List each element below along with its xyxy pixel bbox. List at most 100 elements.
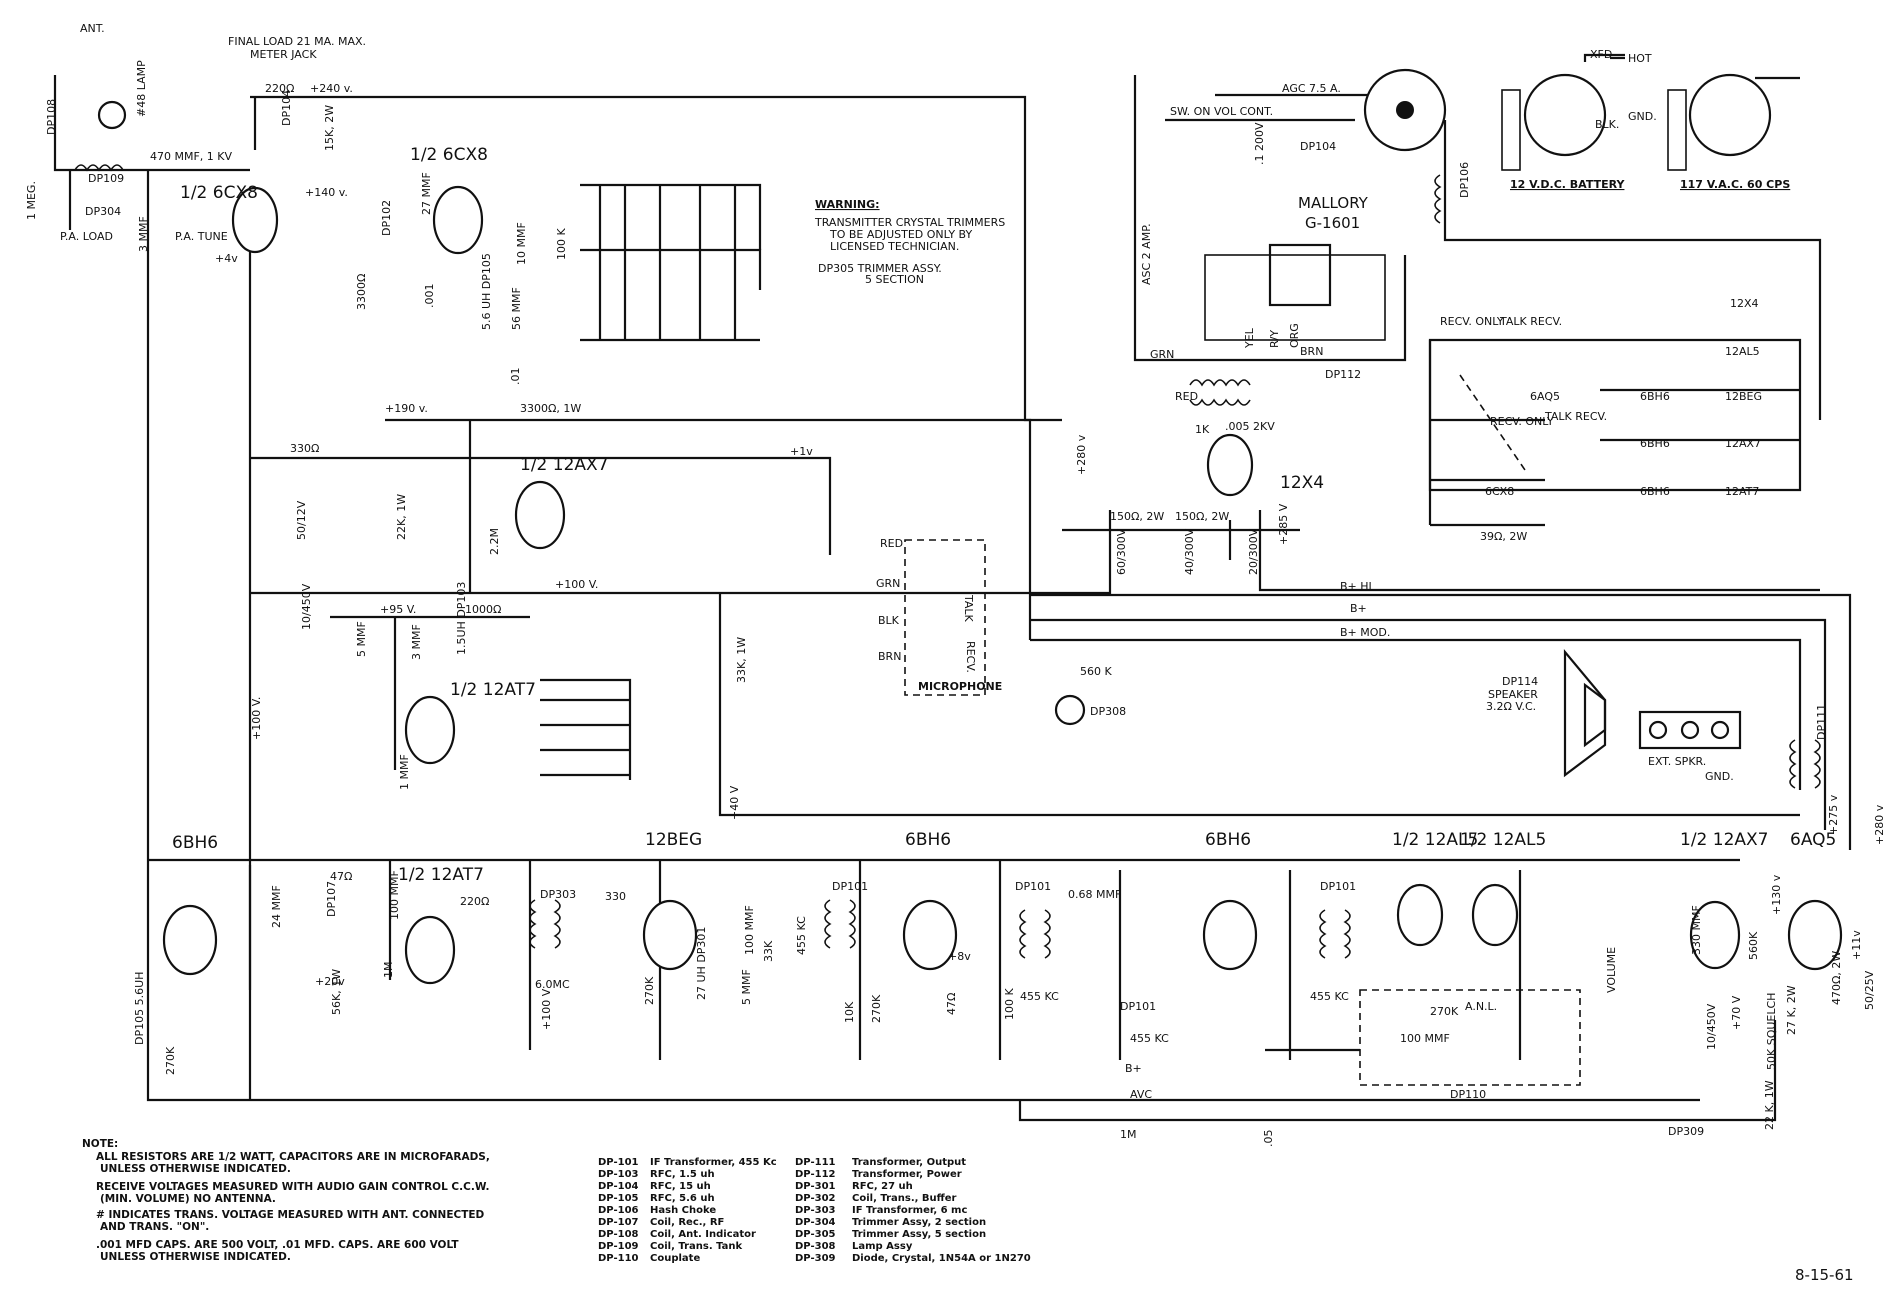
label-asc: ASC 2 AMP. — [1140, 223, 1153, 285]
label-warning-1: TRANSMITTER CRYSTAL TRIMMERS — [814, 216, 1005, 229]
label-sw-on: SW. ON VOL CONT. — [1170, 105, 1273, 118]
label-47b: 47Ω — [945, 993, 958, 1015]
tube-12ax7-audio — [1689, 900, 1741, 970]
label-recv-only: RECV. ONLY — [1440, 315, 1504, 328]
label-g1601: G-1601 — [1305, 214, 1360, 232]
label-squelch: 50K SQUELCH — [1765, 993, 1778, 1070]
label-dp304: DP304 — [85, 205, 121, 218]
label-heater-12at7: 12AT7 — [1725, 485, 1759, 498]
part-desc: Trimmer Assy, 5 section — [852, 1229, 986, 1240]
label-50-25v: 50/25V — [1863, 970, 1876, 1010]
label-dp309: DP309 — [1668, 1125, 1704, 1138]
label-1000: 1000Ω — [465, 603, 501, 616]
label-gnd: GND. — [1705, 770, 1734, 783]
label-heater-6bh6-b: 6BH6 — [1640, 437, 1670, 450]
label-dp308: DP308 — [1090, 705, 1126, 718]
parts-list: DP-101 IF Transformer, 455 Kc DP-103 RFC… — [598, 1157, 1031, 1264]
label-warning-2: TO BE ADJUSTED ONLY BY — [829, 228, 972, 241]
connector-ac — [1688, 73, 1772, 157]
label-270kb: 270K — [870, 994, 883, 1023]
label-27mmf: 27 MMF — [420, 172, 433, 215]
label-005: .005 2KV — [1225, 420, 1275, 433]
part-desc: RFC, 1.5 uh — [650, 1169, 715, 1180]
label-bplus: B+ — [1350, 602, 1367, 615]
tube-6bh6-if2 — [1202, 899, 1258, 971]
part-desc: Hash Choke — [650, 1205, 716, 1216]
label-tube-6bh6-if1: 6BH6 — [905, 830, 951, 850]
label-33kb: 33K — [762, 940, 775, 962]
label-c001: .001 — [423, 284, 436, 309]
part-desc: RFC, 5.6 uh — [650, 1193, 715, 1204]
label-anl: A.N.L. — [1465, 1000, 1497, 1013]
drawing-date: 8-15-61 — [1795, 1266, 1854, 1284]
note-line5: # INDICATES TRANS. VOLTAGE MEASURED WITH… — [96, 1209, 485, 1221]
tube-12at7-mix — [404, 915, 456, 985]
label-blk-b: BLK. — [1595, 118, 1619, 131]
coils — [74, 164, 1821, 959]
label-heater-12x4: 12X4 — [1730, 297, 1759, 310]
label-tube-6cx8-pa: 1/2 6CX8 — [180, 183, 258, 203]
tube-12al5-b — [1471, 883, 1519, 947]
label-dp106: DP106 — [1458, 162, 1471, 198]
label-blk: BLK — [878, 614, 900, 627]
tube-12al5-a — [1396, 883, 1444, 947]
part-id: DP-101 — [598, 1157, 639, 1168]
label-24mmf: 24 MMF — [270, 885, 283, 928]
part-id: DP-107 — [598, 1217, 639, 1228]
label-47: 47Ω — [330, 870, 352, 883]
part-desc: Lamp Assy — [852, 1241, 913, 1252]
label-280v-b: +280 v — [1873, 804, 1886, 845]
label-2-2m: 2.2M — [488, 528, 501, 555]
tube-6bh6-rf — [162, 904, 218, 976]
label-20v: +20v — [315, 975, 345, 988]
crystal-bank — [540, 183, 762, 780]
part-id: DP-104 — [598, 1181, 639, 1192]
label-avc: AVC — [1130, 1088, 1152, 1101]
label-pa-tune: P.A. TUNE — [175, 230, 228, 243]
tube-12ax7-mic — [514, 480, 566, 550]
label-330b: 330 — [605, 890, 626, 903]
part-desc: Transformer, Power — [852, 1169, 962, 1180]
label-280v: +280 v — [1075, 434, 1088, 475]
label-mallory: MALLORY — [1298, 194, 1369, 212]
note-line7: .001 MFD CAPS. ARE 500 VOLT, .01 MFD. CA… — [96, 1239, 459, 1251]
label-ac: 117 V.A.C. 60 CPS — [1680, 178, 1790, 191]
part-desc: Transformer, Output — [852, 1157, 966, 1168]
label-455kc-d: 455 KC — [1310, 990, 1349, 1003]
label-3mmf-b: 3 MMF — [410, 624, 423, 660]
part-id: DP-112 — [795, 1169, 836, 1180]
label-560k-b: 560K — [1747, 931, 1760, 960]
part-desc: Couplate — [650, 1253, 700, 1264]
label-100k-80v: +100 V — [540, 988, 553, 1030]
label-dp104: DP104 — [280, 90, 293, 126]
label-microphone: MICROPHONE — [918, 680, 1002, 693]
label-100mmf: 100 MMF — [388, 870, 401, 920]
label-3mmf: 3 MMF — [137, 216, 150, 252]
label-dp101-a: DP101 — [832, 880, 868, 893]
note-line6: AND TRANS. "ON". — [100, 1221, 209, 1233]
label-heater-6cx8: 6CX8 — [1485, 485, 1514, 498]
tube-6bh6-if1 — [902, 899, 958, 971]
label-285v: +285 V — [1277, 503, 1290, 545]
label-warning-3: LICENSED TECHNICIAN. — [830, 240, 959, 253]
label-140v: +140 v. — [305, 186, 348, 199]
label-battery: 12 V.D.C. BATTERY — [1510, 178, 1625, 191]
part-desc: IF Transformer, 455 Kc — [650, 1157, 777, 1168]
label-455kc: 455 KC — [795, 916, 808, 955]
label-yel: YEL — [1243, 327, 1256, 349]
labels: ANT. FINAL LOAD 21 MA. MAX. METER JACK D… — [25, 22, 1886, 1147]
label-22k: 22K, 1W — [395, 494, 408, 540]
part-desc: Coil, Trans. Tank — [650, 1241, 742, 1252]
label-70v: +70 V — [1730, 995, 1743, 1030]
label-8v: +8v — [948, 950, 971, 963]
label-heater-12ax7: 12AX7 — [1725, 437, 1761, 450]
label-560k: 560 K — [1080, 665, 1112, 678]
label-brn-pt: BRN — [1300, 345, 1323, 358]
label-talk-recv: TALK RECV. — [1499, 315, 1562, 328]
tube-12x4 — [1206, 433, 1254, 497]
label-tube-12al5-b: 1/2 12AL5 — [1460, 830, 1546, 850]
note-line2: UNLESS OTHERWISE INDICATED. — [100, 1163, 291, 1175]
label-1mmf: 1 MMF — [398, 754, 411, 790]
part-id: DP-301 — [795, 1181, 836, 1192]
part-desc: Coil, Ant. Indicator — [650, 1229, 756, 1240]
